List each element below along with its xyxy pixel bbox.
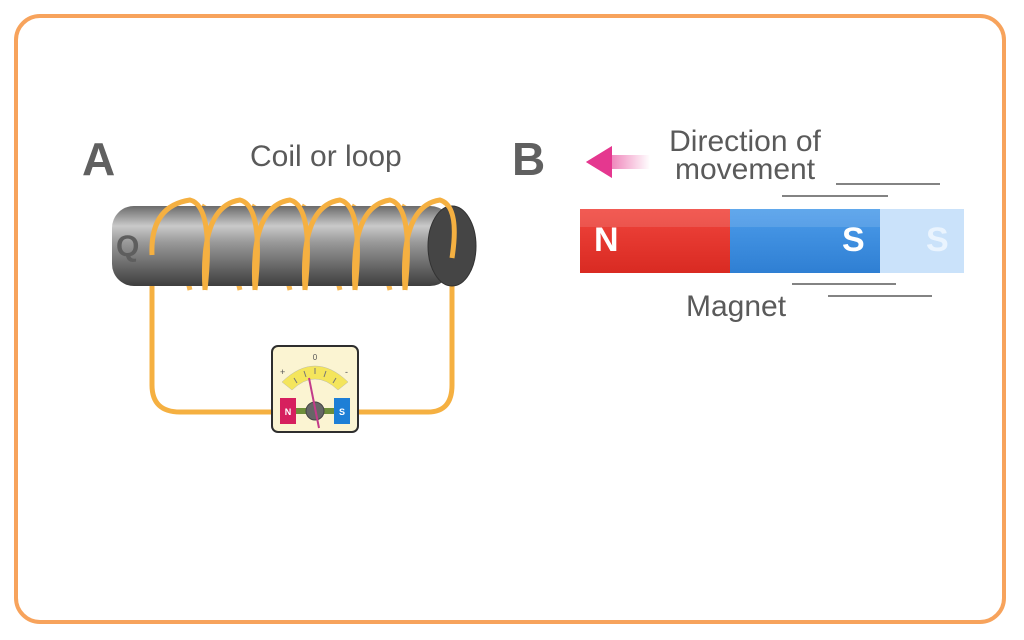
magnet-south-label: S	[842, 221, 865, 259]
galvanometer: 0 + - N S	[271, 345, 359, 433]
direction-label: Direction of movement	[660, 125, 830, 186]
panel-b-letter: B	[512, 133, 546, 185]
galvanometer-north-pole	[280, 398, 296, 424]
galvanometer-north-label: N	[285, 407, 292, 417]
diagram-frame	[14, 14, 1006, 624]
direction-label-line-1: Direction of	[669, 125, 821, 158]
motion-lines	[782, 183, 940, 297]
magnet-ghost-south-label: S	[926, 221, 949, 259]
magnet-ghost-south	[880, 209, 964, 273]
magnet-south-half	[730, 209, 880, 273]
direction-arrow-icon	[586, 146, 650, 178]
magnet-label: Magnet	[686, 290, 787, 323]
panel-a-letter: A	[82, 133, 116, 185]
galvanometer-south-label: S	[339, 407, 345, 417]
magnet-north-half	[580, 209, 730, 273]
rod-label: Q	[116, 230, 140, 263]
galvanometer-minus-label: -	[345, 367, 348, 377]
direction-label-line-2: movement	[674, 153, 816, 186]
coil-label: Coil or loop	[250, 140, 402, 173]
magnet-north-label: N	[594, 221, 619, 259]
galvanometer-south-pole	[334, 398, 350, 424]
iron-rod	[112, 205, 477, 287]
galvanometer-scale	[281, 365, 349, 391]
circuit-wire	[149, 252, 455, 415]
galvanometer-zero-label: 0	[313, 353, 318, 362]
coil-front-turns	[149, 197, 457, 291]
galvanometer-plus-label: +	[280, 367, 285, 377]
galvanometer-needle	[308, 377, 320, 429]
bar-magnet	[580, 209, 964, 273]
